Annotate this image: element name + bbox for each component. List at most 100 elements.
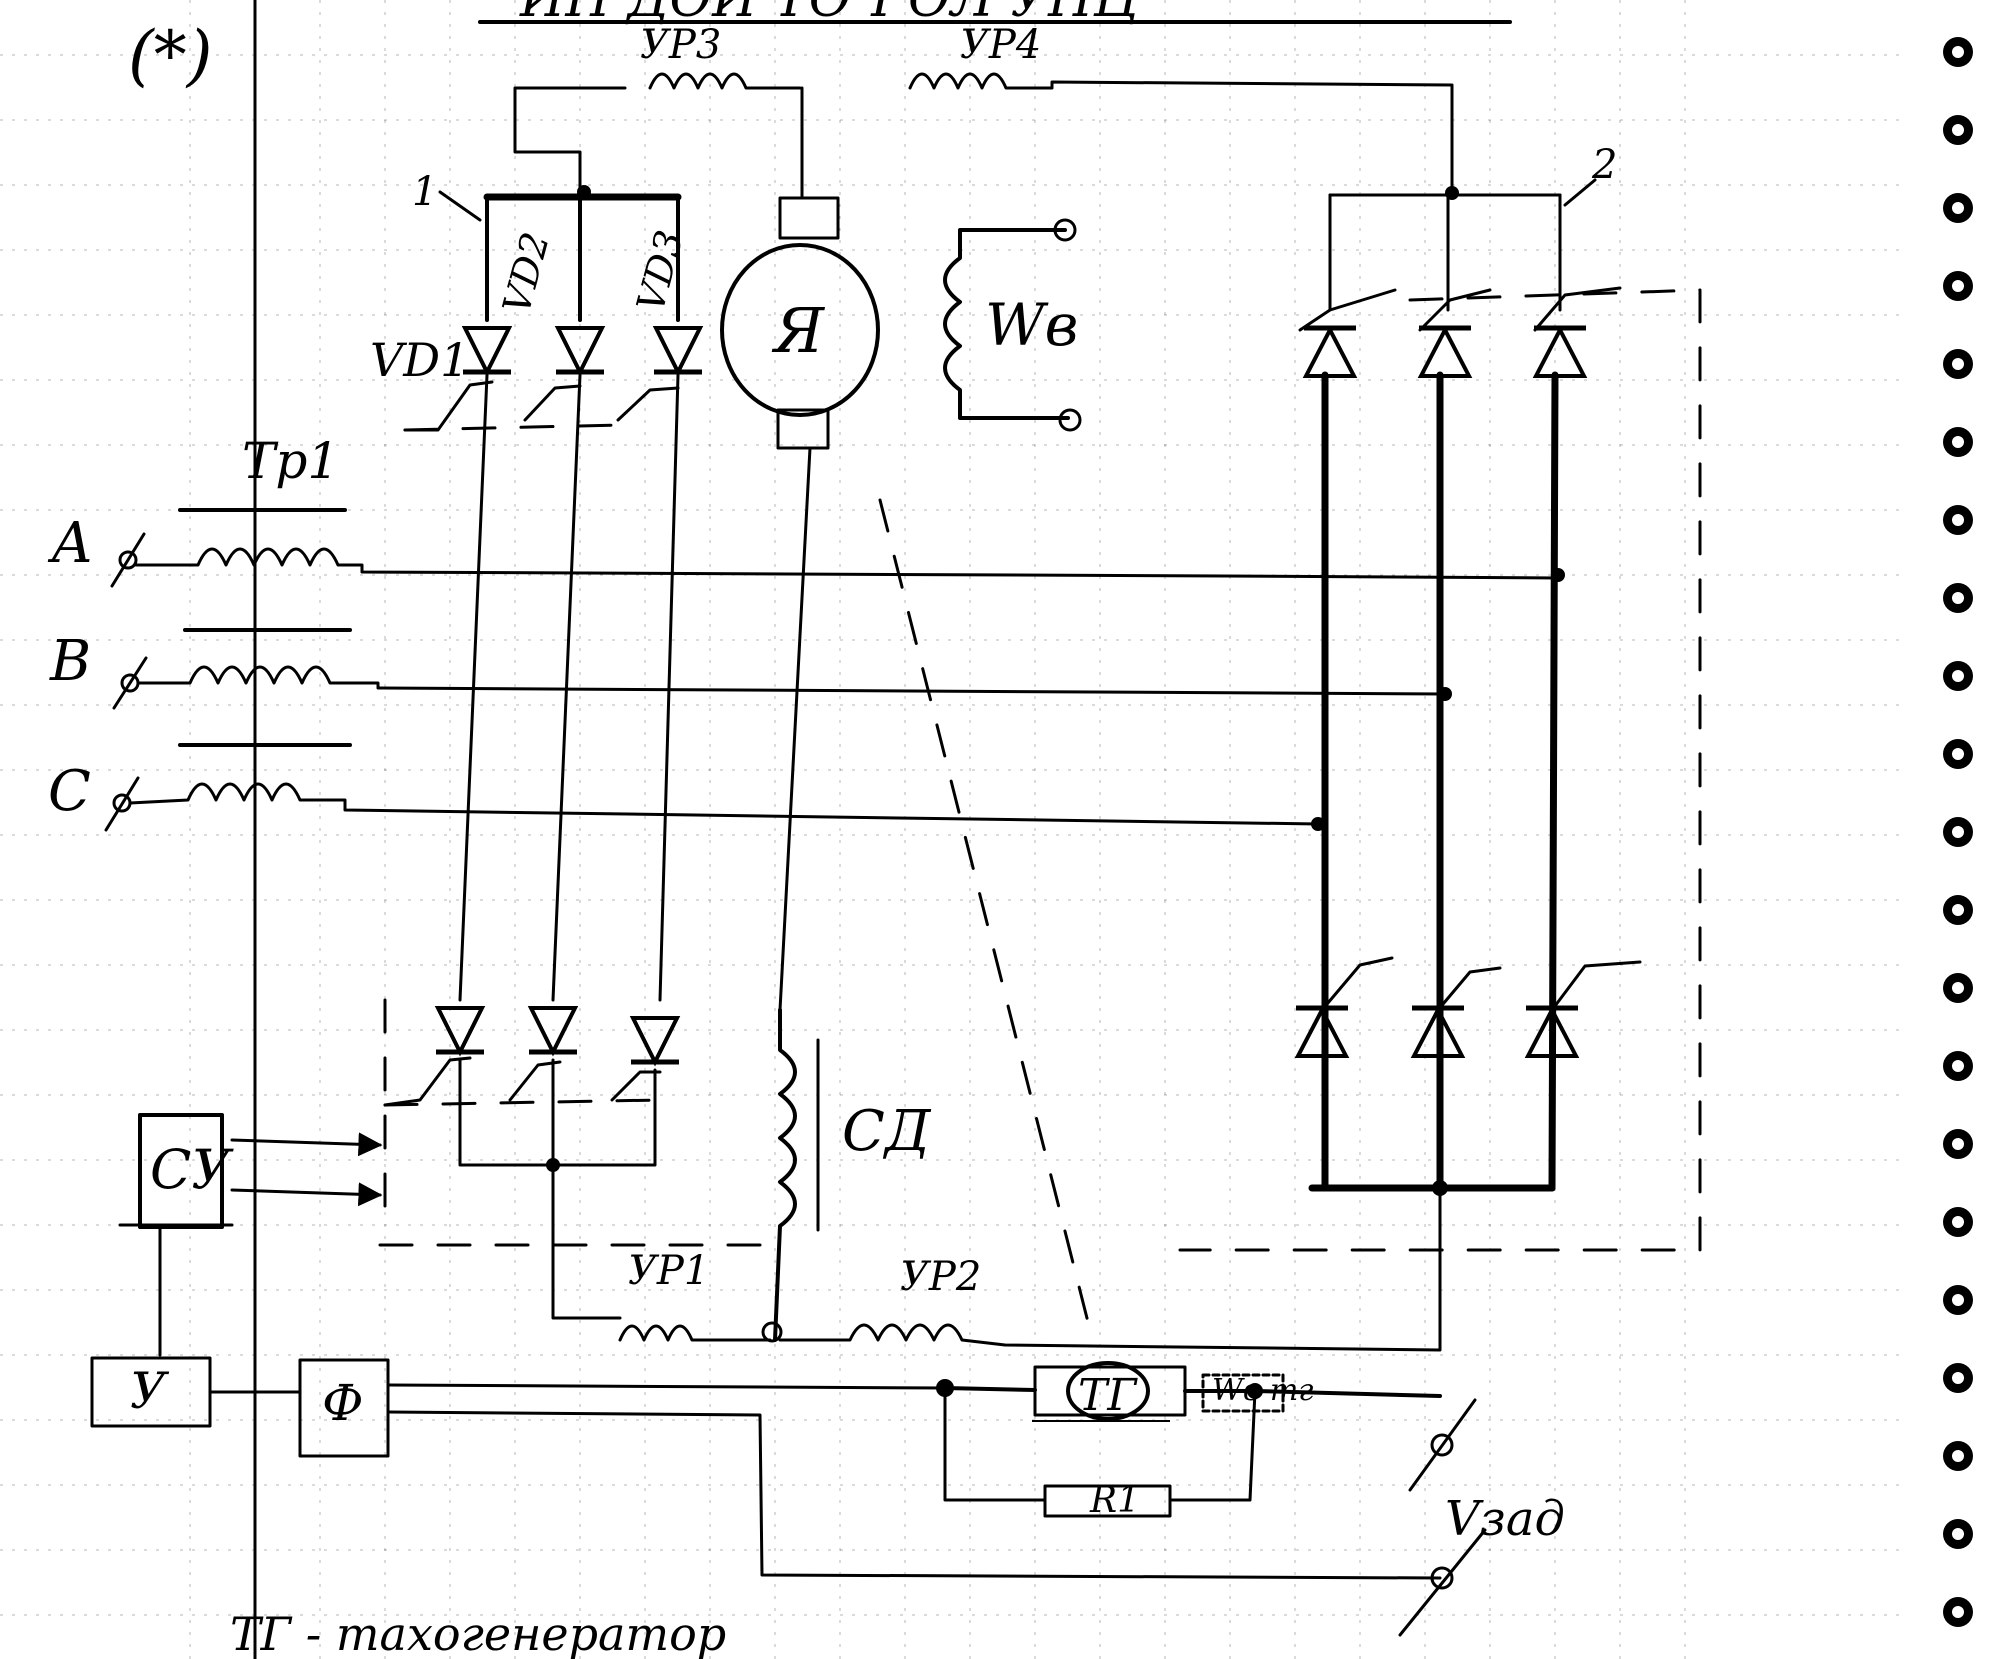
reactor-ur2 (778, 1188, 1442, 1352)
ref-terminal-top-slash (1408, 1398, 1477, 1492)
u-label: У (130, 1362, 170, 1420)
thyristor-vd3 (654, 328, 702, 372)
gate-vd2 (523, 384, 582, 422)
resistor-loop (943, 1386, 1257, 1502)
upper-bus-link (513, 86, 627, 199)
converter-group-2: 2 (378, 142, 1702, 1332)
lower-bus-2-node (1432, 1180, 1448, 1196)
group-2-leader (1563, 178, 1597, 207)
reactor-ur1 (618, 1324, 772, 1342)
phase-a-line (134, 547, 1560, 580)
reactor-ur4 (908, 72, 1454, 194)
header-text: ИН ДОИ ТОЧ ОЛ УНЦ (519, 0, 1141, 29)
thyristor-right-upper-3 (1534, 328, 1586, 376)
motor-brush-top (778, 196, 840, 240)
figure-mark: (*) (128, 17, 213, 94)
vd2-label: VD2 (494, 228, 558, 319)
phase-c-line (128, 782, 1320, 826)
phase-b-label: B (49, 629, 91, 694)
smoothing-choke (773, 1008, 797, 1342)
leg-3-lower (658, 373, 680, 1002)
field-terminal-bottom[interactable] (1058, 408, 1082, 432)
thyristor-lower-1 (436, 1008, 484, 1052)
notebook-binding (1936, 35, 1975, 1629)
block-su[interactable] (138, 1113, 224, 1229)
thyristor-right-upper-1 (1304, 328, 1356, 376)
ref-lower-wire (386, 1410, 1442, 1580)
ur3-label: УР3 (640, 22, 721, 68)
gate-right-1 (1298, 288, 1397, 332)
tacho-field-box (1201, 1373, 1285, 1413)
field-winding-label: Wв (985, 291, 1078, 359)
gate-lower-1 (383, 1056, 472, 1107)
transformer-label: Тр1 (242, 432, 339, 490)
tacho-label: ТГ (1078, 1370, 1138, 1421)
su-output-arrow-2 (230, 1182, 383, 1207)
f-to-tacho (386, 1383, 947, 1390)
motor-brush-bottom (776, 408, 830, 450)
resistor-r1 (1043, 1484, 1172, 1518)
ref-terminal-bottom[interactable] (1430, 1566, 1454, 1590)
field-terminal-top[interactable] (1053, 218, 1077, 242)
terminal-a[interactable] (118, 550, 138, 570)
phase-a-label: A (47, 511, 92, 576)
gate-bus-lower (383, 1098, 662, 1107)
terminal-c-slash (104, 776, 140, 832)
graph-paper-grid (0, 0, 1900, 1659)
gate-bus-1 (403, 423, 622, 432)
gate-right-lower-1 (1320, 956, 1394, 1012)
footer-note: ТГ - тахогенератор (230, 1607, 726, 1659)
choke-node (761, 1321, 783, 1343)
motor-armature (720, 243, 880, 417)
phase-b-line (136, 665, 1447, 696)
ref-terminal-bottom-slash (1398, 1528, 1487, 1637)
motor-label: Я (771, 294, 826, 367)
group-1-mark: 1 (412, 169, 437, 215)
leg-1-lower (458, 373, 489, 1002)
leg-c-bold (1548, 371, 1559, 1192)
gate-right-lower-2 (1436, 966, 1502, 1012)
tacho-wires (943, 1386, 1442, 1398)
control-section: СУ У Ф ТГ R1 Wв тг Vзад (90, 1113, 1565, 1637)
group-1-leader (438, 190, 482, 222)
block-f[interactable] (298, 1358, 390, 1458)
terminal-a-slash (110, 532, 146, 588)
lower-bus-to-ur1 (551, 1163, 622, 1320)
ur1-label: УР1 (628, 1248, 709, 1294)
choke-label: СД (842, 1099, 932, 1164)
supply-section: A B C Тр1 (47, 432, 1565, 832)
terminal-b-slash (112, 656, 148, 710)
thyristor-right-upper-2 (1419, 328, 1471, 376)
converter-group-1: 1 VD1 VD2 VD3 (370, 86, 702, 1320)
field-winding (943, 228, 1070, 420)
vd1-label: VD1 (370, 333, 469, 387)
motor-section: УР3 УР4 Я Wв СД УР1 УР2 (618, 22, 1454, 1352)
gate-vd3 (616, 386, 680, 422)
ref-voltage-label: Vзад (1445, 1491, 1565, 1547)
gate-vd1 (403, 380, 494, 432)
vd3-label: VD3 (628, 226, 692, 317)
tachogenerator (1066, 1361, 1150, 1421)
r1-label: R1 (1089, 1480, 1140, 1521)
thyristor-lower-3 (631, 1018, 679, 1062)
lower-bus-1 (458, 1058, 657, 1167)
ur4-label: УР4 (960, 22, 1041, 68)
reactor-ur3 (648, 72, 802, 90)
su-output-arrow-1 (230, 1132, 383, 1157)
tacho-field-label: Wв тг (1212, 1373, 1313, 1408)
control-dash-diagonal (878, 498, 1092, 1332)
leg-2-lower (551, 373, 582, 1002)
control-dash-right (1178, 288, 1702, 1252)
gate-right-2 (1418, 288, 1492, 332)
f-label: Ф (322, 1374, 364, 1432)
thyristor-vd1 (463, 328, 511, 372)
gate-right-lower-3 (1550, 960, 1642, 1012)
su-label: СУ (150, 1138, 234, 1201)
gate-right-3 (1533, 286, 1622, 332)
gate-lower-3 (610, 1070, 662, 1102)
ref-terminal-top[interactable] (1430, 1433, 1454, 1457)
ur2-label: УР2 (900, 1254, 981, 1300)
phase-c-label: C (48, 759, 91, 824)
motor-lead (778, 446, 812, 1012)
